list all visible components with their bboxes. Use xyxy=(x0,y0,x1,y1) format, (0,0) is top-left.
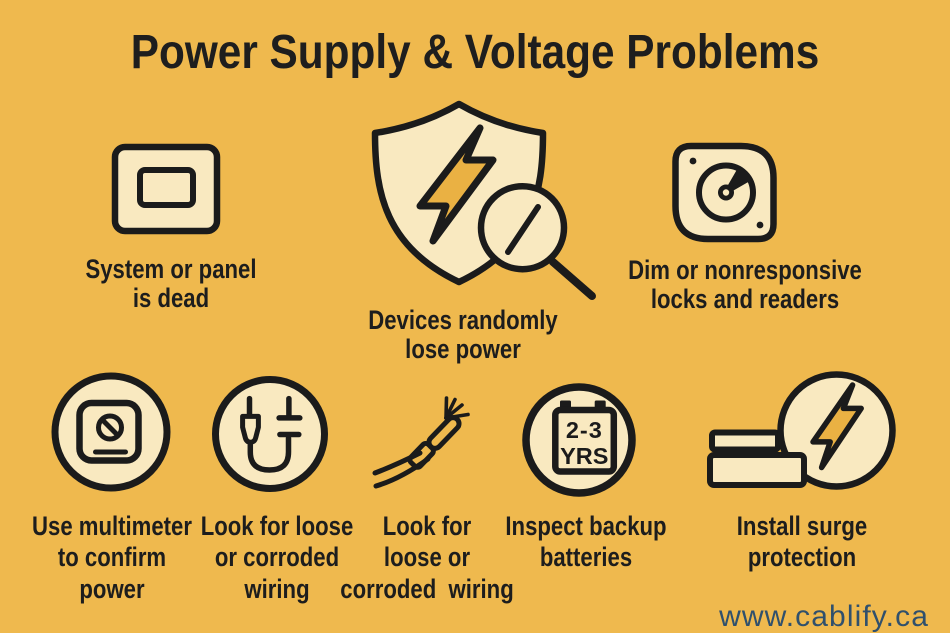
backup-battery-icon: 2-3 YRS xyxy=(522,383,636,497)
dead-panel-icon xyxy=(111,143,221,235)
frayed-wire-icon xyxy=(372,396,470,489)
label-line: locks and readers xyxy=(650,284,839,314)
label-system-dead: System or panel is dead xyxy=(40,255,302,313)
watermark: www.cablify.ca xyxy=(719,600,929,633)
battery-years-unit-text: YRS xyxy=(560,443,608,469)
label-line: is dead xyxy=(132,283,210,313)
label-line: Install surge xyxy=(736,510,868,541)
label-loose-wiring-frayed: Look for loose or corroded wiring xyxy=(296,511,558,606)
label-line: lose power xyxy=(405,334,521,364)
label-line: batteries xyxy=(539,542,632,572)
label-dim-locks: Dim or nonresponsive locks and readers xyxy=(613,256,875,314)
label-line: Look for loose xyxy=(200,510,353,541)
multimeter-icon xyxy=(51,372,171,492)
surge-protector-icon xyxy=(707,371,896,490)
label-line: Use multimeter xyxy=(32,510,192,541)
label-use-multimeter: Use multimeter to confirm power xyxy=(0,511,243,606)
label-line: wiring xyxy=(243,573,310,604)
label-line: loose or xyxy=(383,542,471,572)
label-line: protection xyxy=(747,542,857,572)
label-line: System or panel xyxy=(85,254,257,284)
battery-years-range-text: 2-3 xyxy=(566,417,603,443)
label-line: or corroded xyxy=(214,542,339,572)
lock-reader-dial-icon xyxy=(672,142,777,243)
label-line: Inspect backup xyxy=(504,510,667,541)
label-line: power xyxy=(79,573,145,604)
shield-bolt-magnifier-icon xyxy=(371,100,596,300)
label-line: to confirm xyxy=(57,542,167,572)
page-title: Power Supply & Voltage Problems xyxy=(130,26,820,79)
label-line: corroded wiring xyxy=(340,573,514,604)
label-inspect-batteries: Inspect backup batteries xyxy=(454,511,716,574)
label-line: Look for xyxy=(382,510,472,541)
label-devices-lose-power: Devices randomly lose power xyxy=(332,306,594,364)
label-install-surge: Install surge protection xyxy=(671,511,933,574)
label-loose-wiring-plugs: Look for loose or corroded wiring xyxy=(145,511,407,606)
label-line: Devices randomly xyxy=(368,305,558,335)
label-line: Dim or nonresponsive xyxy=(627,255,862,285)
unplugged-cables-icon xyxy=(212,376,328,492)
